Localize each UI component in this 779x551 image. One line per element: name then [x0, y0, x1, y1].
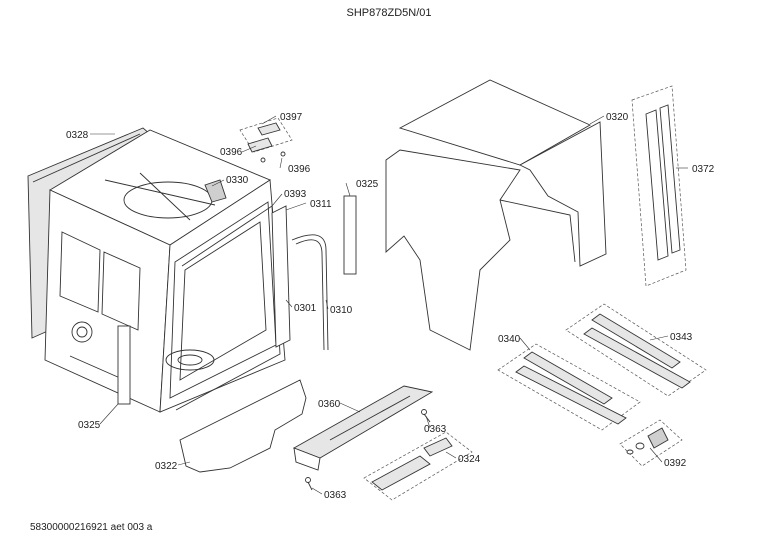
label-0340: 0340 — [498, 334, 521, 345]
part-0343-rails — [565, 303, 707, 397]
part-0397-bracket — [239, 117, 293, 163]
part-0320-insulation-wrap — [385, 79, 607, 351]
part-0310-tube-seal — [291, 234, 329, 351]
model-title: SHP878ZD5N/01 — [347, 7, 432, 19]
part-0325-block-lower — [117, 325, 131, 405]
label-0343: 0343 — [670, 332, 693, 343]
label-0301: 0301 — [294, 303, 317, 314]
part-0360-base-bracket — [292, 385, 434, 471]
label-0325-upper: 0325 — [356, 179, 379, 190]
label-0393: 0393 — [284, 189, 307, 200]
leader-lines — [90, 115, 688, 495]
label-0372: 0372 — [692, 164, 715, 175]
label-0320: 0320 — [606, 112, 629, 123]
label-0325-lower: 0325 — [78, 420, 101, 431]
label-0330: 0330 — [226, 175, 249, 186]
part-0372-side-rail — [631, 85, 687, 287]
part-0324-feet — [363, 431, 473, 501]
part-0363-screw-a — [421, 409, 431, 423]
label-0363-lower: 0363 — [324, 490, 347, 501]
label-0363-upper: 0363 — [424, 424, 447, 435]
label-0324: 0324 — [458, 454, 481, 465]
part-0392-caps — [619, 419, 683, 467]
label-0396-left: 0396 — [220, 147, 243, 158]
label-0311: 0311 — [310, 199, 332, 210]
label-0328: 0328 — [66, 130, 89, 141]
tub-assembly — [44, 129, 286, 413]
part-0340-rails — [497, 343, 641, 431]
part-0311-seal — [271, 205, 291, 348]
part-0363-screw-b — [305, 477, 313, 491]
part-0322-front-panel — [179, 379, 307, 473]
label-0322: 0322 — [155, 461, 178, 472]
label-0392: 0392 — [664, 458, 687, 469]
part-0325-block-upper — [343, 195, 357, 275]
label-0397: 0397 — [280, 112, 303, 123]
label-0360: 0360 — [318, 399, 341, 410]
label-0310: 0310 — [330, 305, 353, 316]
drawing-code: 58300000216921 aet 003 a — [30, 522, 153, 533]
label-0396-right: 0396 — [288, 164, 311, 175]
part-labels: 0328 0397 0396 0396 0330 0393 0311 0325 … — [66, 112, 715, 501]
